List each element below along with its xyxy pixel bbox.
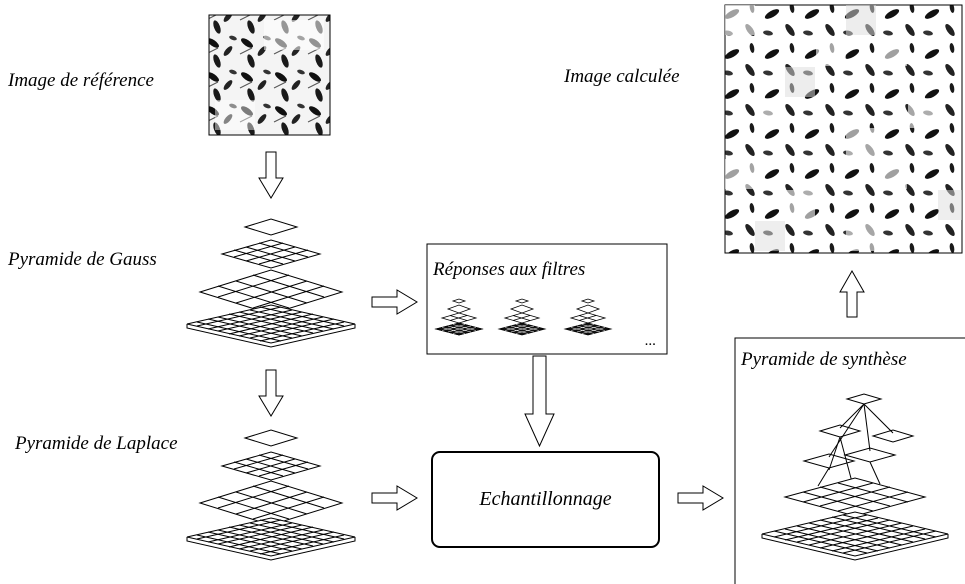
arrow-right-icon xyxy=(371,485,418,511)
gauss-pyramid-label: Pyramide de Gauss xyxy=(7,249,157,270)
sampling-box xyxy=(431,451,660,548)
mini-pyramid xyxy=(434,298,484,336)
arrows xyxy=(258,151,865,511)
filter-responses-ellipsis: ... xyxy=(645,333,656,349)
gauss-pyramid xyxy=(186,218,356,348)
arrow-down-icon xyxy=(258,151,284,199)
arrow-down-icon xyxy=(524,355,555,448)
filter-responses-box xyxy=(426,243,668,355)
synthesis-pyramid-box xyxy=(734,337,965,584)
synthesis-pyramid-label: Pyramide de synthèse xyxy=(740,349,907,370)
computed-image-label: Image calculée xyxy=(563,66,680,87)
mini-pyramid xyxy=(563,298,613,336)
reference-image xyxy=(208,14,331,136)
computed-image xyxy=(724,4,963,254)
arrow-right-icon xyxy=(371,289,418,315)
filter-responses-label: Réponses aux filtres xyxy=(432,259,585,280)
sampling-label: Echantillonnage xyxy=(478,488,611,510)
synthesis-pyramid xyxy=(761,393,949,561)
arrow-right-icon xyxy=(677,485,724,511)
arrow-up-icon xyxy=(839,269,865,318)
mini-pyramid xyxy=(497,298,547,336)
laplace-pyramid xyxy=(186,429,356,561)
laplace-pyramid-label: Pyramide de Laplace xyxy=(14,433,178,454)
arrow-down-icon xyxy=(258,369,284,417)
reference-image-label: Image de référence xyxy=(7,70,154,91)
